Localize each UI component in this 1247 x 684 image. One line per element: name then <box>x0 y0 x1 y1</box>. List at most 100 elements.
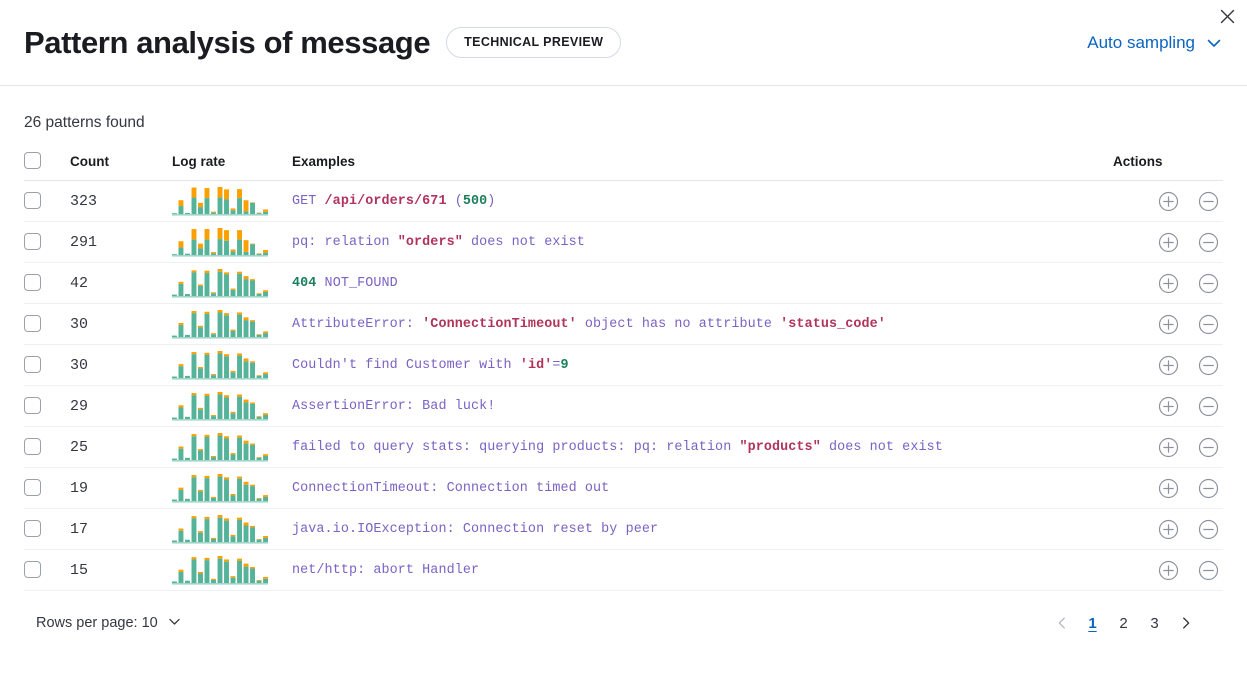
examples-header[interactable]: Examples <box>292 152 1113 181</box>
log-rate-sparkline <box>172 549 292 591</box>
row-checkbox[interactable] <box>24 315 41 333</box>
plus-circle-icon[interactable] <box>1153 227 1183 257</box>
pattern-count: 15 <box>70 549 172 591</box>
row-actions <box>1113 303 1223 345</box>
plus-circle-icon[interactable] <box>1153 555 1183 585</box>
pattern-count: 30 <box>70 344 172 386</box>
pattern-count: 19 <box>70 467 172 509</box>
log-rate-sparkline <box>172 221 292 263</box>
minus-circle-icon[interactable] <box>1193 555 1223 585</box>
table-row[interactable]: 15 net/http: abort Handler <box>24 549 1223 591</box>
log-rate-sparkline <box>172 426 292 468</box>
log-rate-sparkline <box>172 180 292 222</box>
minus-circle-icon[interactable] <box>1193 227 1223 257</box>
pattern-example: AttributeError: 'ConnectionTimeout' obje… <box>292 303 1113 345</box>
rows-per-page-selector[interactable]: Rows per page: 10 <box>36 614 182 633</box>
select-all-header <box>24 152 70 181</box>
page-header: Pattern analysis of message TECHNICAL PR… <box>0 0 1247 86</box>
plus-circle-icon[interactable] <box>1153 268 1183 298</box>
row-select-cell <box>24 385 70 427</box>
pattern-count: 291 <box>70 221 172 263</box>
minus-circle-icon[interactable] <box>1193 473 1223 503</box>
pattern-example: Couldn't find Customer with 'id'=9 <box>292 344 1113 386</box>
plus-circle-icon[interactable] <box>1153 309 1183 339</box>
plus-circle-icon[interactable] <box>1153 350 1183 380</box>
chevron-right-icon[interactable] <box>1172 609 1199 637</box>
log-rate-sparkline <box>172 385 292 427</box>
row-checkbox[interactable] <box>24 438 41 456</box>
page-title: Pattern analysis of message <box>24 24 431 60</box>
auto-sampling-dropdown[interactable]: Auto sampling <box>1087 33 1223 53</box>
row-checkbox[interactable] <box>24 274 41 292</box>
minus-circle-icon[interactable] <box>1193 391 1223 421</box>
row-select-cell <box>24 508 70 550</box>
plus-circle-icon[interactable] <box>1153 514 1183 544</box>
header-left: Pattern analysis of message TECHNICAL PR… <box>24 24 622 61</box>
row-actions <box>1113 385 1223 427</box>
rows-per-page-label: Rows per page: 10 <box>36 615 158 631</box>
log-rate-sparkline <box>172 508 292 550</box>
row-checkbox[interactable] <box>24 233 41 251</box>
patterns-panel: 26 patterns found Count Log rate Example… <box>0 86 1247 637</box>
minus-circle-icon[interactable] <box>1193 432 1223 462</box>
plus-circle-icon[interactable] <box>1153 473 1183 503</box>
chevron-down-icon <box>167 614 182 633</box>
plus-circle-icon[interactable] <box>1153 432 1183 462</box>
minus-circle-icon[interactable] <box>1193 514 1223 544</box>
row-checkbox[interactable] <box>24 561 41 579</box>
row-actions <box>1113 344 1223 386</box>
pattern-example: java.io.IOException: Connection reset by… <box>292 508 1113 550</box>
row-actions <box>1113 221 1223 263</box>
pattern-example: AssertionError: Bad luck! <box>292 385 1113 427</box>
row-select-cell <box>24 344 70 386</box>
row-checkbox[interactable] <box>24 397 41 415</box>
row-select-cell <box>24 262 70 304</box>
pattern-count: 17 <box>70 508 172 550</box>
pattern-example: net/http: abort Handler <box>292 549 1113 591</box>
pattern-count: 25 <box>70 426 172 468</box>
minus-circle-icon[interactable] <box>1193 350 1223 380</box>
row-checkbox[interactable] <box>24 520 41 538</box>
table-row[interactable]: 29 AssertionError: Bad luck! <box>24 385 1223 427</box>
table-row[interactable]: 30 Couldn't find Customer with 'id'=9 <box>24 344 1223 386</box>
row-actions <box>1113 549 1223 591</box>
close-icon[interactable] <box>1213 2 1241 30</box>
table-row[interactable]: 17 java.io.IOException: Connection reset … <box>24 508 1223 550</box>
count-header[interactable]: Count <box>70 152 172 181</box>
log-rate-header[interactable]: Log rate <box>172 152 292 181</box>
row-actions <box>1113 180 1223 222</box>
pattern-count: 42 <box>70 262 172 304</box>
page-2-button[interactable]: 2 <box>1119 614 1128 632</box>
minus-circle-icon[interactable] <box>1193 268 1223 298</box>
row-checkbox[interactable] <box>24 356 41 374</box>
minus-circle-icon[interactable] <box>1193 186 1223 216</box>
log-rate-sparkline <box>172 262 292 304</box>
page-3-button[interactable]: 3 <box>1150 614 1159 632</box>
pagination: 1 2 3 <box>1048 609 1199 637</box>
chevron-left-icon[interactable] <box>1048 609 1075 637</box>
log-rate-sparkline <box>172 303 292 345</box>
technical-preview-badge: TECHNICAL PREVIEW <box>446 27 622 58</box>
row-checkbox[interactable] <box>24 479 41 497</box>
plus-circle-icon[interactable] <box>1153 391 1183 421</box>
row-select-cell <box>24 467 70 509</box>
row-select-cell <box>24 549 70 591</box>
row-actions <box>1113 262 1223 304</box>
select-all-checkbox[interactable] <box>24 152 41 169</box>
row-select-cell <box>24 221 70 263</box>
pattern-count: 29 <box>70 385 172 427</box>
table-header-row: Count Log rate Examples Actions <box>24 152 1223 181</box>
row-checkbox[interactable] <box>24 192 41 210</box>
plus-circle-icon[interactable] <box>1153 186 1183 216</box>
log-rate-sparkline <box>172 344 292 386</box>
minus-circle-icon[interactable] <box>1193 309 1223 339</box>
auto-sampling-label: Auto sampling <box>1087 32 1195 52</box>
page-1-button[interactable]: 1 <box>1088 614 1097 632</box>
